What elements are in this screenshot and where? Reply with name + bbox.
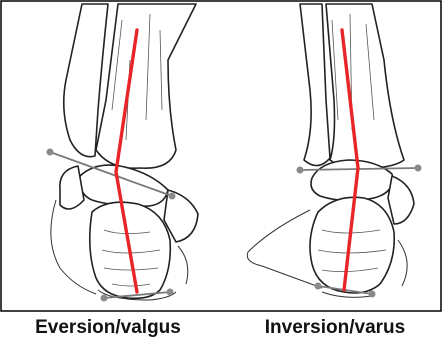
- right-caption: Inversion/varus: [240, 313, 430, 343]
- left-ref-point-medial: [47, 149, 54, 156]
- right-ref-point-lateral: [297, 167, 304, 174]
- left-tibia: [96, 4, 196, 168]
- right-tibia: [326, 4, 404, 170]
- left-talus: [80, 165, 168, 206]
- right-talus: [311, 160, 393, 201]
- left-ref-point-lateral: [169, 193, 176, 200]
- left-caption: Eversion/valgus: [8, 313, 208, 343]
- right-ref-point-medial: [415, 165, 422, 172]
- left-panel-drawing: [47, 4, 199, 302]
- right-panel-drawing: [247, 4, 421, 298]
- left-lateral-bones: [60, 166, 84, 209]
- right-fibula: [300, 4, 330, 166]
